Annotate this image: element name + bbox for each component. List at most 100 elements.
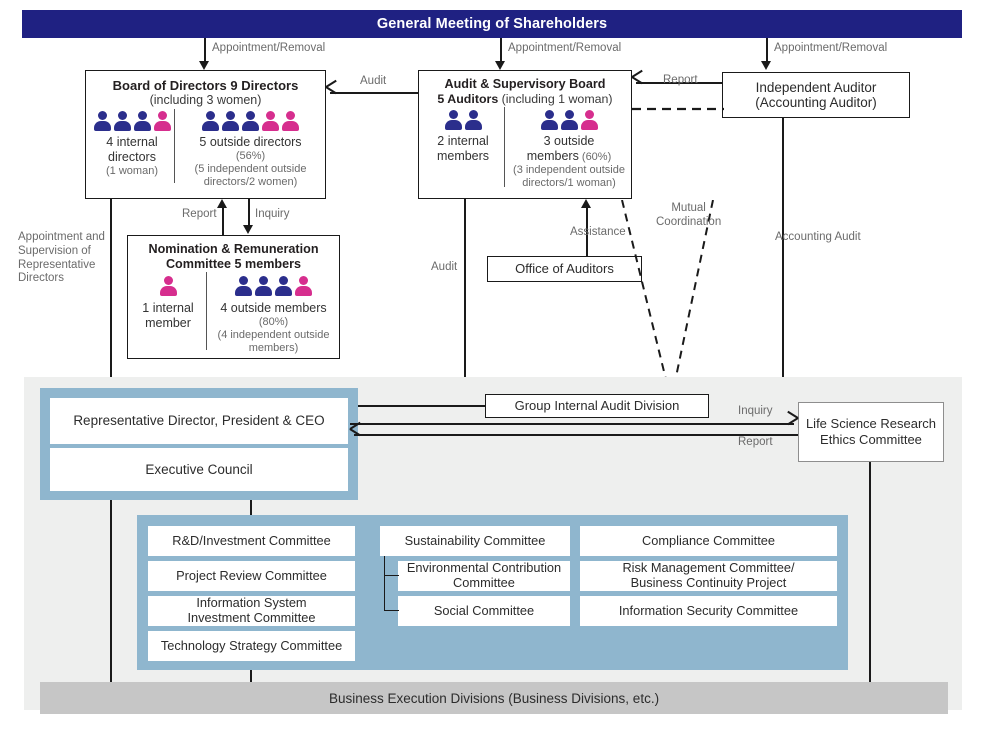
dashed-connector-auditor-audit-board bbox=[632, 107, 724, 111]
person-icon-pink bbox=[153, 111, 171, 132]
bracket-sustainability-env bbox=[384, 575, 399, 577]
audit-board-outside-label2: members (60%) bbox=[526, 148, 612, 163]
arrowhead-left-report bbox=[632, 76, 643, 89]
committee-label: Social Committee bbox=[433, 602, 535, 618]
connector-nomination-report bbox=[222, 206, 224, 235]
connector-committees-to-divisions bbox=[250, 670, 252, 688]
label-inquiry-nomination: Inquiry bbox=[255, 208, 290, 220]
nomination-outside-label: 4 outside members bbox=[220, 301, 327, 315]
ceo-label: Representative Director, President & CEO bbox=[73, 413, 325, 429]
committee-chip: Technology Strategy Committee bbox=[148, 631, 355, 661]
person-icon-blue bbox=[464, 110, 482, 131]
board-outside-label: 5 outside directors bbox=[199, 135, 302, 149]
committee-label: Risk Management Committee/ Business Cont… bbox=[622, 560, 795, 590]
person-icon-blue bbox=[255, 276, 272, 297]
label-report-ethics: Report bbox=[738, 436, 773, 448]
committee-chip: Risk Management Committee/ Business Cont… bbox=[580, 560, 837, 591]
person-icon-pink bbox=[262, 111, 279, 132]
person-icon-blue bbox=[560, 110, 578, 131]
nomination-outside-icons bbox=[208, 276, 339, 297]
executive-council-box: Executive Council bbox=[50, 448, 348, 491]
audit-board-internal-icons bbox=[422, 110, 504, 131]
audit-board-women-note: (including 1 woman) bbox=[498, 91, 613, 106]
committee-label: Technology Strategy Committee bbox=[160, 637, 343, 653]
audit-board-count: 5 Auditors bbox=[437, 91, 499, 106]
person-icon-blue bbox=[235, 276, 252, 297]
nomination-title-line1: Nomination & Remuneration bbox=[148, 242, 319, 256]
board-of-directors-title: Board of Directors 9 Directors bbox=[86, 78, 325, 93]
nomination-outside-group: 4 outside members (80%) (4 independent o… bbox=[208, 276, 339, 355]
banner-title: General Meeting of Shareholders bbox=[376, 16, 608, 32]
group-internal-audit-label: Group Internal Audit Division bbox=[514, 397, 680, 413]
audit-board-title: Audit & Supervisory Board bbox=[419, 77, 631, 92]
board-outside-icons bbox=[178, 111, 323, 132]
person-icon-blue bbox=[222, 111, 239, 132]
arrowhead-up-report-nomination bbox=[217, 199, 227, 208]
person-icon-blue bbox=[444, 110, 462, 131]
committee-label: Information Security Committee bbox=[618, 602, 799, 618]
bracket-sustainability-vertical bbox=[384, 556, 386, 611]
connector-exec-to-committees bbox=[250, 500, 252, 515]
office-of-auditors-label: Office of Auditors bbox=[515, 260, 614, 276]
label-audit-left: Audit bbox=[431, 261, 458, 273]
committee-label: Project Review Committee bbox=[176, 567, 327, 583]
committee-chip: Social Committee bbox=[398, 596, 570, 626]
committee-chip: Information Security Committee bbox=[580, 596, 837, 626]
committee-chip: Sustainability Committee bbox=[380, 526, 570, 556]
audit-board-title-bold: Audit & Supervisory Board bbox=[444, 77, 606, 91]
audit-board-divider bbox=[504, 107, 505, 187]
committee-label: Environmental Contribution Committee bbox=[406, 560, 562, 590]
connector-accounting-audit bbox=[782, 118, 784, 384]
executive-council-label: Executive Council bbox=[145, 461, 253, 477]
nomination-outside-note: (4 independent outside members) bbox=[217, 328, 330, 354]
nomination-internal-label: 1 internal member bbox=[142, 301, 194, 330]
connector-report-to-ceo bbox=[354, 434, 798, 436]
committee-chip: R&D/Investment Committee bbox=[148, 526, 355, 556]
connector-ceo-down-left bbox=[110, 500, 112, 688]
connector-ethics-to-divisions bbox=[869, 462, 871, 688]
committee-chip: Information System Investment Committee bbox=[148, 595, 355, 626]
independent-auditor-box: Independent Auditor (Accounting Auditor) bbox=[722, 72, 910, 118]
independent-auditor-line1: Independent Auditor bbox=[755, 80, 877, 95]
label-assistance: Assistance bbox=[570, 226, 626, 238]
arrowhead-up-assistance bbox=[581, 199, 591, 208]
board-internal-note: (1 woman) bbox=[106, 164, 158, 177]
business-divisions-band: Business Execution Divisions (Business D… bbox=[40, 682, 948, 714]
label-appointment-supervision: Appointment and Supervision of Represent… bbox=[18, 231, 105, 285]
label-report-nomination: Report bbox=[182, 208, 217, 220]
dashed-mutual-coordination bbox=[621, 200, 714, 397]
person-icon-blue bbox=[540, 110, 558, 131]
label-report-top: Report bbox=[663, 74, 698, 86]
person-icon-blue bbox=[93, 111, 111, 132]
nomination-outside-pct: (80%) bbox=[258, 315, 289, 328]
board-outside-note: (5 independent outside directors/2 women… bbox=[194, 162, 307, 188]
committee-chip: Project Review Committee bbox=[148, 561, 355, 591]
label-appointment-removal-board: Appointment/Removal bbox=[212, 42, 326, 54]
board-internal-directors-group: 4 internal directors (1 woman) bbox=[90, 111, 174, 177]
nomination-internal-icons bbox=[130, 276, 206, 297]
connector-banner-to-auditor bbox=[766, 38, 768, 62]
audit-board-outside-label: 3 outside bbox=[543, 134, 595, 148]
connector-board-inquiry bbox=[248, 199, 250, 226]
committee-chip: Environmental Contribution Committee bbox=[398, 560, 570, 591]
group-internal-audit-box: Group Internal Audit Division bbox=[485, 394, 709, 418]
ceo-box: Representative Director, President & CEO bbox=[50, 398, 348, 444]
connector-audit-to-board bbox=[330, 92, 418, 94]
person-icon-blue bbox=[202, 111, 219, 132]
nomination-divider bbox=[206, 272, 207, 350]
person-icon-pink bbox=[580, 110, 598, 131]
person-icon-pink bbox=[282, 111, 299, 132]
committee-label: Information System Investment Committee bbox=[187, 595, 316, 625]
audit-board-internal-group: 2 internal members bbox=[422, 110, 504, 164]
label-inquiry-ethics: Inquiry bbox=[738, 405, 773, 417]
arrowhead-down-audit-board bbox=[495, 61, 505, 70]
committee-label: Compliance Committee bbox=[642, 532, 775, 548]
audit-board-internal-label: 2 internal members bbox=[436, 134, 490, 163]
audit-board-outside-note: (3 independent outside directors/1 woman… bbox=[513, 163, 625, 189]
board-divider bbox=[174, 109, 175, 183]
committee-label: Sustainability Committee bbox=[404, 532, 546, 548]
board-of-directors-title-bold: Board of Directors 9 Directors bbox=[112, 78, 299, 93]
label-appointment-removal-auditor: Appointment/Removal bbox=[774, 42, 888, 54]
person-icon-blue bbox=[113, 111, 131, 132]
